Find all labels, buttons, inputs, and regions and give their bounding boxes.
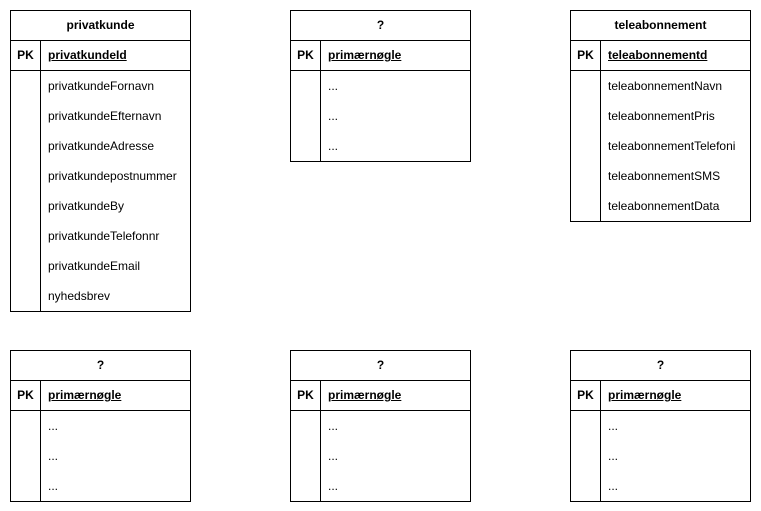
pk-label: PK: [11, 41, 41, 70]
attribute-field: privatkundeAdresse: [48, 139, 155, 153]
primary-key-field: primærnøgle: [328, 48, 402, 62]
pk-label: PK: [11, 381, 41, 410]
primary-key-field: primærnøgle: [608, 388, 682, 402]
entity-privatkunde[interactable]: privatkunde PK privatkundeId privatkunde…: [10, 10, 191, 312]
attribute-section: ... ... ...: [571, 411, 750, 501]
attribute-list: privatkundeFornavn privatkundeEfternavn …: [41, 71, 190, 311]
key-column: [571, 411, 601, 501]
attribute-field: ...: [608, 449, 619, 463]
key-column: [11, 411, 41, 501]
primary-key-row: PK primærnøgle: [291, 381, 470, 411]
attribute-field: teleabonnementPris: [608, 109, 715, 123]
key-column: [291, 411, 321, 501]
primary-key-field: primærnøgle: [48, 388, 122, 402]
primary-key-row: PK primærnøgle: [571, 381, 750, 411]
entity-unknown[interactable]: ? PK primærnøgle ... ... ...: [290, 10, 471, 162]
primary-key-row: PK primærnøgle: [11, 381, 190, 411]
primary-key-row: PK privatkundeId: [11, 41, 190, 71]
attribute-field: privatkundeTelefonnr: [48, 229, 160, 243]
pk-label: PK: [291, 41, 321, 70]
entity-title: ?: [291, 351, 470, 381]
entity-title: ?: [571, 351, 750, 381]
key-column: [11, 71, 41, 311]
primary-key-row: PK teleabonnementd: [571, 41, 750, 71]
entity-teleabonnement[interactable]: teleabonnement PK teleabonnementd teleab…: [570, 10, 751, 222]
attribute-field: privatkundeFornavn: [48, 79, 155, 93]
attribute-field: ...: [48, 449, 59, 463]
pk-label: PK: [571, 41, 601, 70]
attribute-field: ...: [608, 479, 619, 493]
attribute-field: ...: [48, 419, 59, 433]
attribute-field: ...: [328, 109, 339, 123]
attribute-field: privatkundeBy: [48, 199, 125, 213]
attribute-list: teleabonnementNavn teleabonnementPris te…: [601, 71, 750, 221]
attribute-field: ...: [328, 139, 339, 153]
pk-label: PK: [291, 381, 321, 410]
primary-key-field: privatkundeId: [48, 48, 127, 62]
entity-unknown[interactable]: ? PK primærnøgle ... ... ...: [570, 350, 751, 502]
entity-title: privatkunde: [11, 11, 190, 41]
attribute-field: privatkundeEmail: [48, 259, 141, 273]
attribute-field: ...: [328, 419, 339, 433]
entity-title: ?: [11, 351, 190, 381]
primary-key-row: PK primærnøgle: [291, 41, 470, 71]
attribute-field: ...: [608, 419, 619, 433]
attribute-field: privatkundeEfternavn: [48, 109, 162, 123]
attribute-list: ... ... ...: [41, 411, 190, 501]
key-column: [571, 71, 601, 221]
attribute-field: ...: [328, 79, 339, 93]
attribute-section: ... ... ...: [11, 411, 190, 501]
entity-title: teleabonnement: [571, 11, 750, 41]
primary-key-field: teleabonnementd: [608, 48, 708, 62]
attribute-field: ...: [328, 449, 339, 463]
attribute-field: nyhedsbrev: [48, 289, 111, 303]
attribute-section: privatkundeFornavn privatkundeEfternavn …: [11, 71, 190, 311]
attribute-section: ... ... ...: [291, 71, 470, 161]
primary-key-field: primærnøgle: [328, 388, 402, 402]
attribute-field: teleabonnementTelefoni: [608, 139, 736, 153]
attribute-section: ... ... ...: [291, 411, 470, 501]
attribute-field: ...: [48, 479, 59, 493]
attribute-field: teleabonnementNavn: [608, 79, 723, 93]
pk-label: PK: [571, 381, 601, 410]
attribute-field: teleabonnementSMS: [608, 169, 721, 183]
attribute-list: ... ... ...: [601, 411, 750, 501]
attribute-section: teleabonnementNavn teleabonnementPris te…: [571, 71, 750, 221]
entity-unknown[interactable]: ? PK primærnøgle ... ... ...: [10, 350, 191, 502]
key-column: [291, 71, 321, 161]
attribute-list: ... ... ...: [321, 71, 470, 161]
attribute-field: privatkundepostnummer: [48, 169, 177, 183]
attribute-field: ...: [328, 479, 339, 493]
attribute-field: teleabonnementData: [608, 199, 720, 213]
entity-title: ?: [291, 11, 470, 41]
entity-unknown[interactable]: ? PK primærnøgle ... ... ...: [290, 350, 471, 502]
attribute-list: ... ... ...: [321, 411, 470, 501]
